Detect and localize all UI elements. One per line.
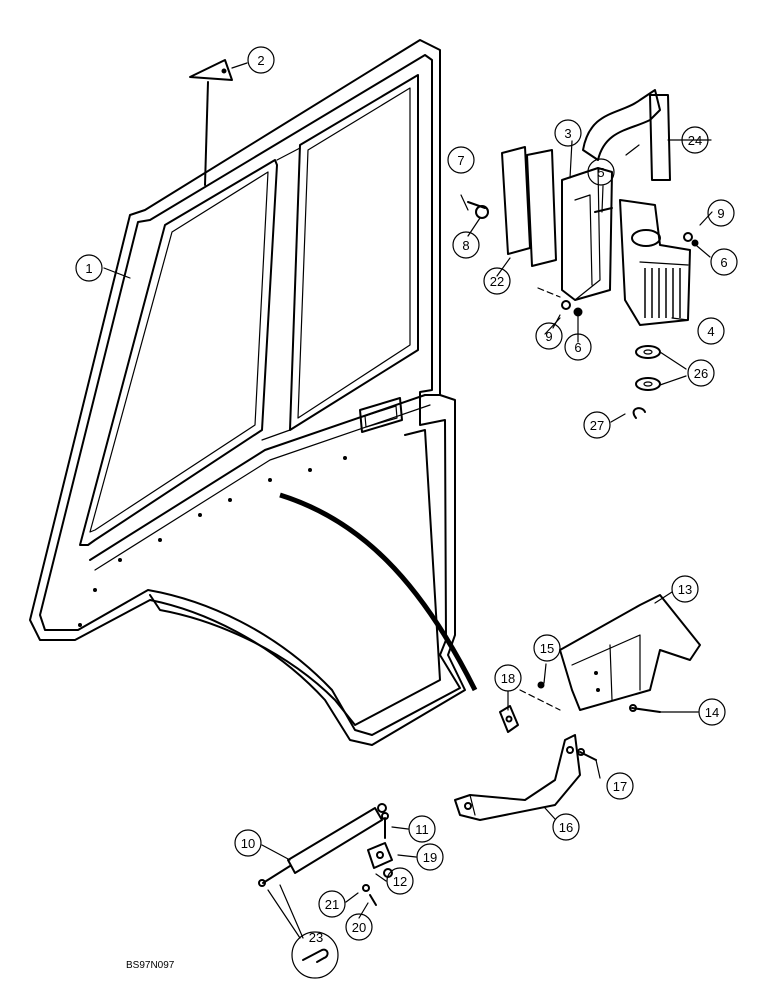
callout-9b: 9 (535, 322, 563, 350)
svg-text:7: 7 (457, 153, 464, 168)
strut-mount-parts (362, 812, 393, 906)
callouts: 1 2 3 4 5 6 6 7 8 9 9 10 11 12 13 14 15 … (75, 46, 738, 945)
callout-16: 16 (552, 813, 580, 841)
gas-strut-part-10 (258, 803, 387, 887)
svg-text:21: 21 (325, 897, 339, 912)
callout-17: 17 (606, 772, 634, 800)
svg-text:22: 22 (490, 274, 504, 289)
callout-13: 13 (671, 575, 699, 603)
svg-text:17: 17 (613, 779, 627, 794)
svg-text:8: 8 (462, 238, 469, 253)
small-fasteners-upper (467, 201, 699, 317)
svg-text:5: 5 (597, 165, 604, 180)
figure-code: BS97N097 (126, 960, 175, 971)
callout-6b: 6 (564, 333, 592, 361)
svg-text:16: 16 (559, 820, 573, 835)
callout-7: 7 (447, 146, 475, 174)
svg-text:15: 15 (540, 641, 554, 656)
callout-26: 26 (687, 359, 715, 387)
callout-5: 5 (587, 158, 615, 186)
callout-1: 1 (75, 254, 103, 282)
svg-text:18: 18 (501, 671, 515, 686)
svg-text:9: 9 (545, 329, 552, 344)
svg-text:23: 23 (309, 930, 323, 945)
svg-text:10: 10 (241, 836, 255, 851)
svg-text:4: 4 (707, 324, 714, 339)
dashed-lines (519, 287, 561, 711)
callout-6a: 6 (710, 248, 738, 276)
svg-text:27: 27 (590, 418, 604, 433)
callout-21: 21 (318, 890, 346, 918)
reflector-pads (501, 146, 557, 267)
callout-19: 19 (416, 843, 444, 871)
bolts-14-17 (577, 704, 661, 761)
bracket-part-16 (454, 734, 581, 821)
callout-23: 23 (309, 930, 323, 945)
hinge-part-4 (619, 199, 691, 326)
door-frame (29, 39, 466, 746)
callout-8: 8 (452, 231, 480, 259)
callout-11: 11 (408, 815, 436, 843)
callout-22: 22 (483, 267, 511, 295)
callout-20: 20 (345, 913, 373, 941)
svg-text:19: 19 (423, 850, 437, 865)
callout-14: 14 (698, 698, 726, 726)
callout-15: 15 (533, 634, 561, 662)
svg-text:26: 26 (694, 366, 708, 381)
svg-text:24: 24 (688, 133, 702, 148)
callout-10: 10 (234, 829, 262, 857)
svg-text:1: 1 (85, 261, 92, 276)
svg-text:11: 11 (415, 822, 429, 837)
svg-text:9: 9 (717, 206, 724, 221)
mount-block-part-3 (561, 167, 613, 301)
washers-and-clip (632, 345, 661, 419)
callout-27: 27 (583, 411, 611, 439)
svg-text:12: 12 (393, 874, 407, 889)
svg-text:2: 2 (257, 53, 264, 68)
link-part-18 (499, 681, 545, 733)
svg-text:6: 6 (720, 255, 727, 270)
callout-3: 3 (554, 119, 582, 147)
svg-text:3: 3 (564, 126, 571, 141)
support-part-13 (559, 594, 701, 711)
handle-part-24 (582, 89, 671, 181)
svg-text:20: 20 (352, 920, 366, 935)
leader-lines (103, 62, 713, 939)
callout-2: 2 (247, 46, 275, 74)
svg-text:13: 13 (678, 582, 692, 597)
callout-12: 12 (386, 867, 414, 895)
callout-4: 4 (697, 317, 725, 345)
bracket-part-2 (189, 59, 233, 81)
callout-24: 24 (681, 126, 709, 154)
callout-18: 18 (494, 664, 522, 692)
svg-text:6: 6 (574, 340, 581, 355)
svg-text:14: 14 (705, 705, 719, 720)
callout-9a: 9 (707, 199, 735, 227)
clip-part-23 (291, 931, 339, 979)
